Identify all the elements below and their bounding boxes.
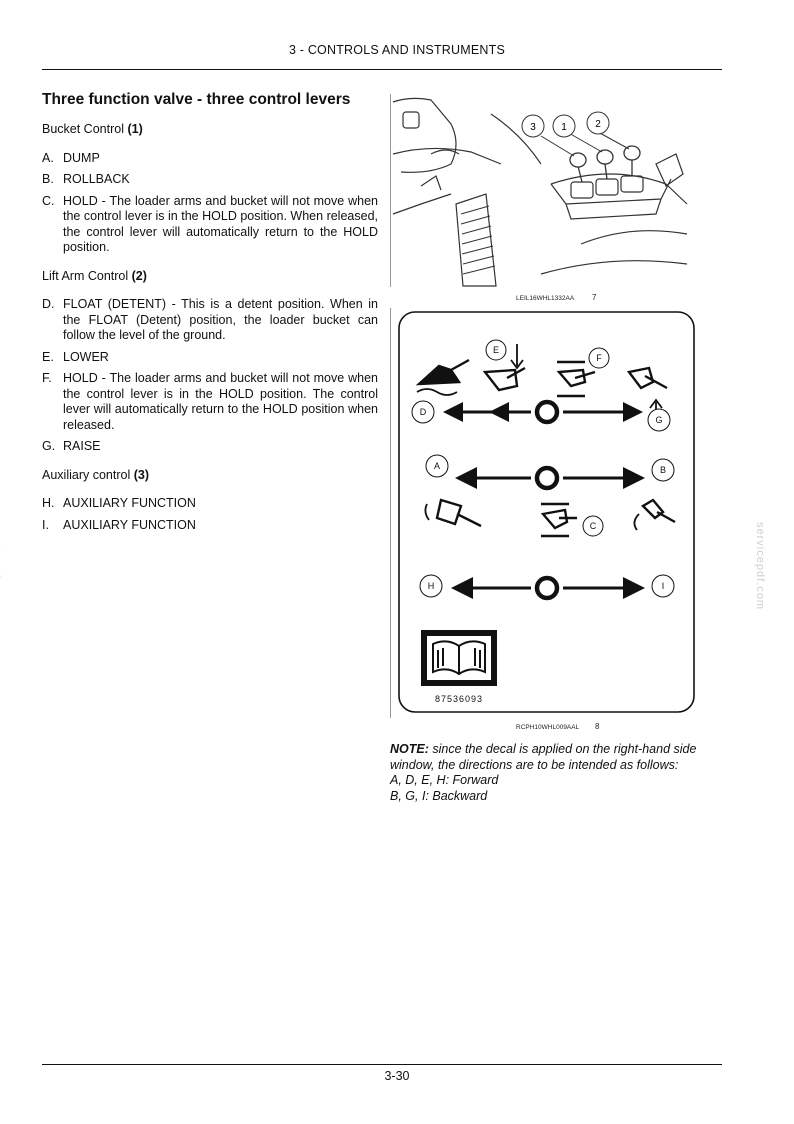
list-item: B.ROLLBACK [42, 172, 130, 186]
label-H: H [428, 581, 435, 591]
note-label: NOTE: [390, 742, 429, 756]
label-I: I [662, 581, 665, 591]
figure-7-number: 7 [592, 293, 597, 302]
list-item: D.FLOAT (DETENT) - This is a detent posi… [42, 297, 378, 342]
left-column: Three function valve - three control lev… [42, 90, 378, 539]
callout-3: 3 [530, 122, 536, 133]
footer-rule [42, 1064, 722, 1065]
label-B: B [660, 465, 666, 475]
label-G: G [655, 415, 662, 425]
list-item: I.AUXILIARY FUNCTION [42, 517, 196, 532]
page-number: 3-30 [384, 1069, 410, 1083]
list-item: G.RAISE [42, 439, 101, 453]
decal-part-number: 87536093 [435, 694, 483, 704]
figure-8-number: 8 [595, 722, 600, 731]
list-item: C.HOLD - The loader arms and bucket will… [42, 193, 378, 255]
bucket-control-heading: Bucket Control (1) [42, 122, 143, 136]
figure-7-cab-levers: 3 1 2 [390, 94, 688, 287]
label-F: F [596, 353, 602, 363]
label-D: D [420, 407, 427, 417]
auxiliary-control-heading: Auxiliary control (3) [42, 467, 149, 482]
direction-note: NOTE: since the decal is applied on the … [390, 742, 730, 804]
list-item: A.DUMP [42, 150, 100, 165]
figure-8-code: RCPH10WHL009AAL [516, 724, 580, 731]
label-C: C [590, 521, 597, 531]
list-item: F.HOLD - The loader arms and bucket will… [42, 371, 378, 432]
note-text: since the decal is applied on the right-… [390, 742, 697, 772]
lift-arm-control-heading: Lift Arm Control (2) [42, 268, 147, 283]
callout-2: 2 [595, 119, 601, 130]
label-A: A [434, 461, 440, 471]
callout-1: 1 [561, 122, 567, 133]
watermark-left: servicepdf.com [0, 527, 3, 603]
figure-7-code: LEIL16WHL1332AA [516, 295, 575, 302]
list-item: E.LOWER [42, 349, 109, 364]
list-item: H.AUXILIARY FUNCTION [42, 496, 196, 510]
header-rule [42, 69, 722, 70]
cab-levers-illustration: 3 1 2 [392, 97, 688, 287]
label-E: E [493, 345, 499, 355]
control-decal-illustration: E F D G A B C [398, 311, 695, 713]
watermark-right: servicepdf.com [754, 522, 767, 610]
page-header-title: 3 - CONTROLS AND INSTRUMENTS [288, 43, 506, 57]
figure-8-control-decal: E F D G A B C [390, 308, 707, 718]
note-line-backward: B, G, I: Backward [390, 788, 488, 803]
note-line-forward: A, D, E, H: Forward [390, 773, 499, 787]
section-title: Three function valve - three control lev… [42, 91, 351, 108]
